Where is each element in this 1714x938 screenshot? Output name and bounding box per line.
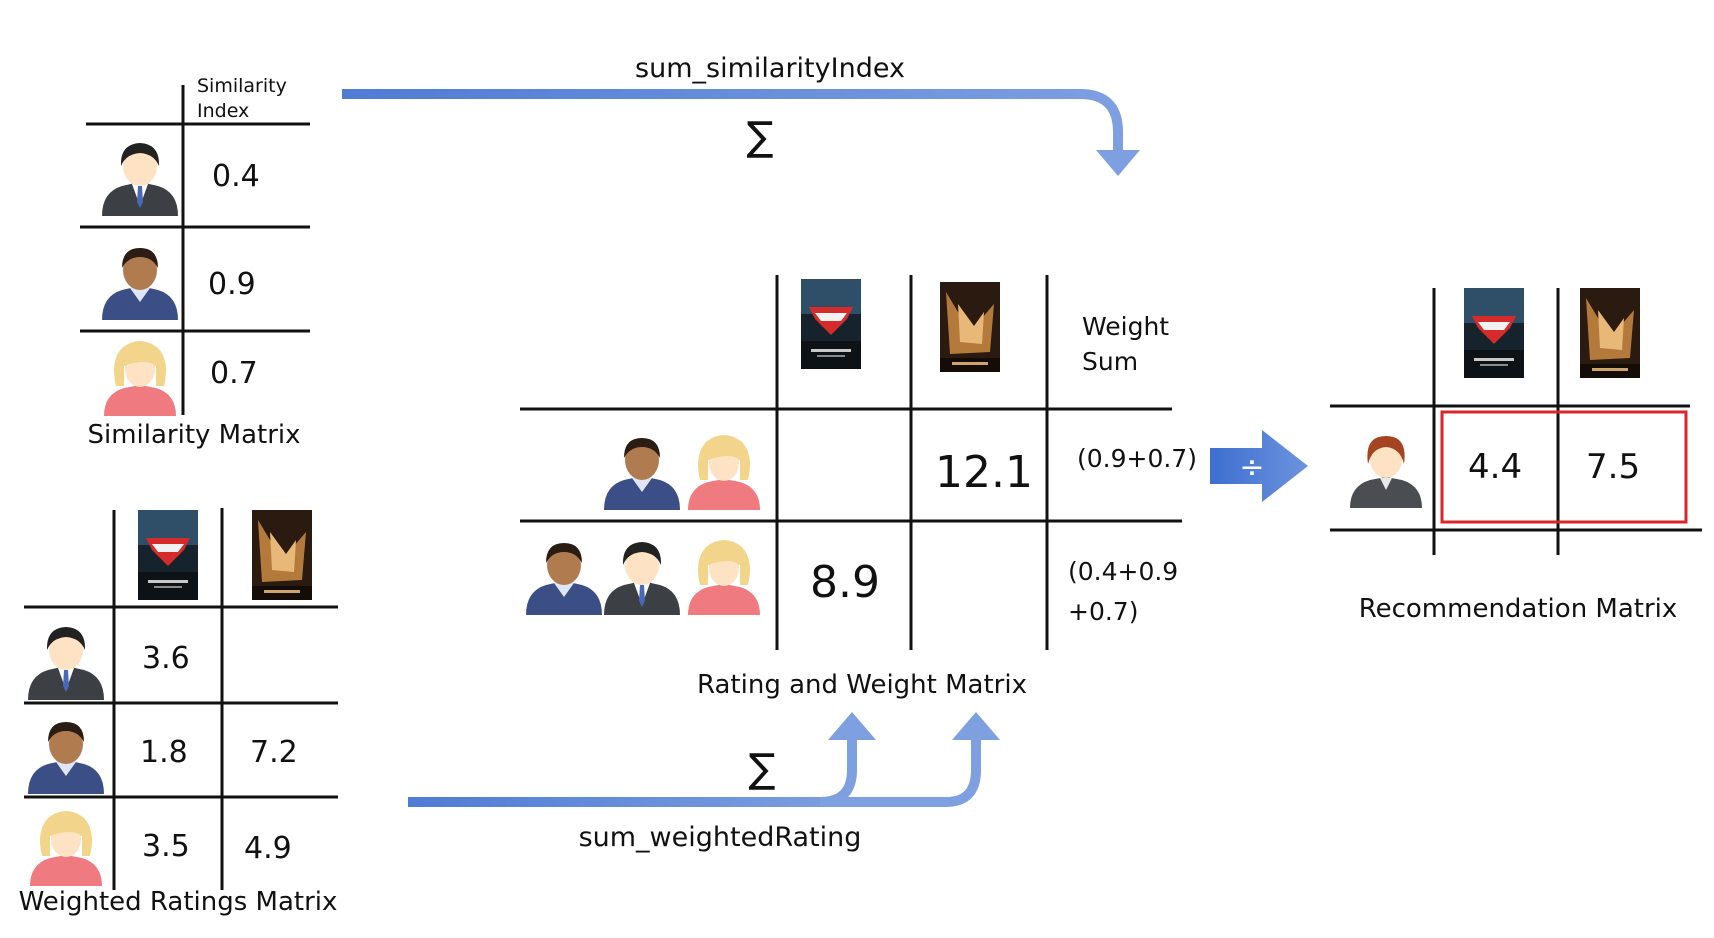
man-dark-hair-avatar-icon	[102, 143, 178, 216]
weight-sum-header-line2: Sum	[1082, 347, 1138, 376]
similarity-value-1: 0.9	[208, 267, 256, 302]
rating-weight-grid	[520, 275, 1182, 650]
similarity-header-line2: Index	[197, 100, 249, 122]
recommendation-highlight-box	[1440, 410, 1688, 524]
rating-weight-weight-1-line1: (0.4+0.9	[1068, 557, 1178, 586]
weight-sum-header-line1: Weight	[1082, 312, 1169, 341]
man-tan-skin-avatar-icon	[28, 722, 104, 794]
weighted-value-2-0: 3.5	[142, 829, 190, 864]
similarity-matrix-caption: Similarity Matrix	[87, 420, 300, 450]
recommendation-caption: Recommendation Matrix	[1359, 594, 1678, 624]
divide-arrow	[1210, 430, 1308, 502]
sum-similarity-sigma: ∑	[747, 114, 774, 160]
rating-weight-caption: Rating and Weight Matrix	[697, 670, 1027, 700]
man-dark-hair-avatar-icon	[28, 627, 104, 700]
similarity-value-2: 0.7	[210, 356, 258, 391]
similarity-header-line1: Similarity	[197, 75, 287, 97]
woman-blond-avatar-icon	[688, 540, 760, 615]
recommendation-grid	[1330, 288, 1702, 555]
batman-v-superman-poster-icon	[138, 510, 198, 600]
rating-weight-value-0-1: 12.1	[935, 447, 1033, 498]
sum-weighted-arrow	[408, 712, 1000, 807]
batman-begins-poster-icon	[1580, 288, 1640, 378]
man-tan-skin-avatar-icon	[102, 248, 178, 320]
woman-blond-avatar-icon	[688, 435, 760, 510]
similarity-matrix-grid	[80, 85, 310, 415]
sum-similarity-arrow	[342, 89, 1140, 176]
divide-symbol: ÷	[1239, 450, 1264, 485]
batman-v-superman-poster-icon	[801, 279, 861, 369]
weighted-ratings-matrix: 3.6 1.8 7.2 3.5 4.9 Weighted Ratings Mat…	[19, 508, 338, 917]
weighted-value-1-1: 7.2	[250, 735, 298, 770]
recommendation-value-1: 7.5	[1586, 447, 1640, 487]
batman-v-superman-poster-icon	[1464, 288, 1524, 378]
man-dark-hair-avatar-icon	[604, 542, 680, 615]
similarity-matrix: Similarity Index 0.4 0.9 0.7 Similarity …	[80, 75, 310, 450]
weighted-value-0-0: 3.6	[142, 641, 190, 676]
sum-weighted-label: sum_weightedRating	[579, 822, 862, 853]
weighted-value-1-0: 1.8	[140, 735, 188, 770]
recommendation-matrix: 4.4 7.5 Recommendation Matrix	[1330, 288, 1702, 624]
weighted-ratings-caption: Weighted Ratings Matrix	[19, 887, 338, 917]
similarity-value-0: 0.4	[212, 159, 260, 194]
weighted-ratings-grid	[24, 508, 338, 890]
man-tan-skin-avatar-icon	[526, 543, 602, 615]
woman-blond-avatar-icon	[30, 811, 102, 886]
man-tan-skin-avatar-icon	[604, 438, 680, 510]
batman-begins-poster-icon	[252, 510, 312, 600]
sum-weighted-sigma: ∑	[749, 746, 776, 792]
rating-weight-weight-0: (0.9+0.7)	[1077, 444, 1197, 473]
rating-weight-weight-1-line2: +0.7)	[1068, 597, 1138, 626]
rating-weight-value-1-0: 8.9	[810, 557, 880, 608]
woman-red-hair-avatar-icon	[1350, 436, 1422, 508]
recommendation-value-0: 4.4	[1468, 447, 1522, 487]
rating-weight-matrix: Weight Sum 12.1 (0.9+0.7) 8.9 (0.4+0.9 +…	[520, 275, 1197, 700]
batman-begins-poster-icon	[940, 282, 1000, 372]
woman-blond-avatar-icon	[104, 341, 176, 416]
weighted-value-2-1: 4.9	[244, 831, 292, 866]
sum-similarity-label: sum_similarityIndex	[635, 53, 905, 84]
